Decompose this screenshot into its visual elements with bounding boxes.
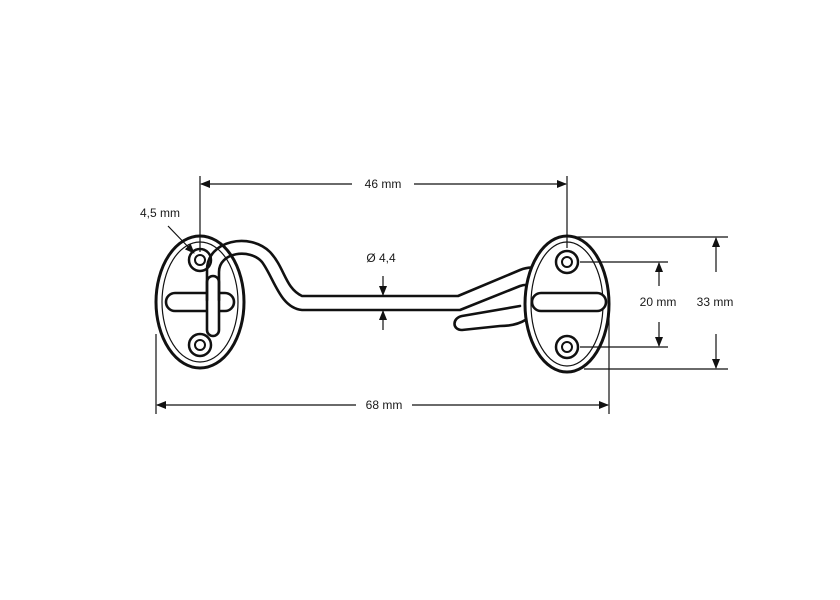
label-hole-spacing: 20 mm xyxy=(640,295,677,309)
left-top-screw-hole xyxy=(187,247,213,273)
left-eye-post xyxy=(205,274,221,338)
dimension-20mm: 20 mm xyxy=(580,261,677,348)
dimension-4-5mm: 4,5 mm xyxy=(140,206,195,254)
right-mounting-plate xyxy=(523,234,611,374)
left-bottom-screw-hole xyxy=(187,332,213,358)
right-bottom-screw-hole xyxy=(554,334,580,360)
label-overall-length: 68 mm xyxy=(366,398,403,412)
dimension-46mm: 46 mm xyxy=(199,176,568,252)
dimension-33mm: 33 mm xyxy=(570,236,734,370)
dimension-68mm: 68 mm xyxy=(155,312,610,414)
label-length-between-eyes: 46 mm xyxy=(365,177,402,191)
label-plate-height: 33 mm xyxy=(697,295,734,309)
right-catch-bar xyxy=(530,291,608,313)
leader-line-screw-hole xyxy=(167,225,195,254)
label-wire-diameter: Ø 4,4 xyxy=(366,251,396,265)
left-mounting-plate xyxy=(154,234,246,370)
hook-wire-outer-edge xyxy=(205,239,554,302)
left-eye-bar xyxy=(164,291,236,313)
label-screw-hole: 4,5 mm xyxy=(140,206,180,220)
right-top-screw-hole xyxy=(554,249,580,275)
dimension-wire-diameter: Ø 4,4 xyxy=(366,251,396,330)
